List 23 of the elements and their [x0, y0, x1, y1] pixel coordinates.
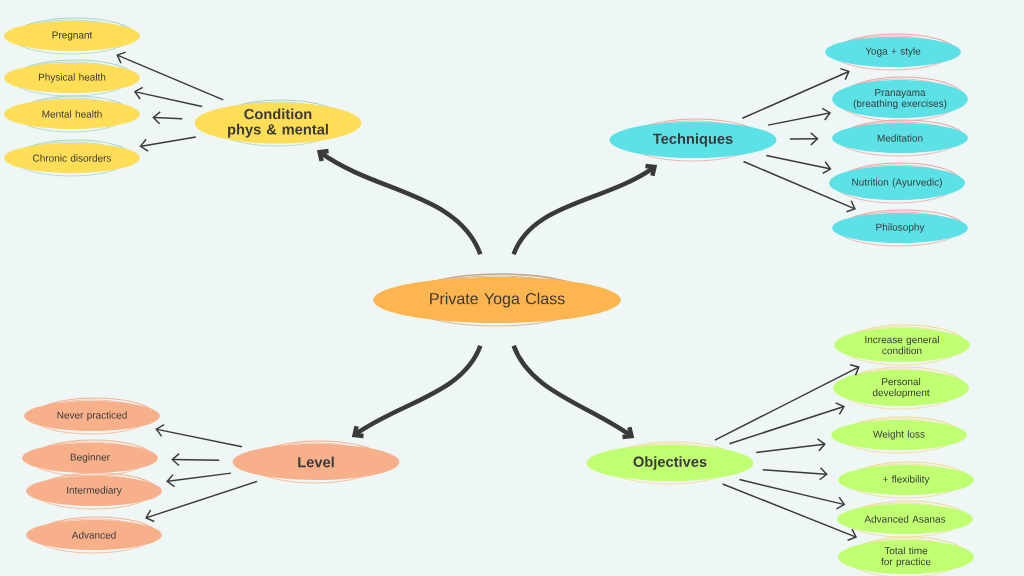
arrow	[755, 438, 826, 454]
arrow	[511, 163, 658, 256]
arrow	[145, 480, 258, 523]
arrow	[139, 136, 197, 152]
arrow	[721, 483, 858, 541]
arrow	[762, 467, 828, 481]
arrow	[741, 67, 850, 119]
arrow	[767, 107, 832, 126]
arrow	[765, 154, 832, 175]
arrow	[133, 86, 203, 108]
arrow	[742, 160, 856, 213]
arrow	[155, 423, 243, 448]
arrow	[316, 148, 483, 256]
arrow	[714, 363, 860, 441]
arrow	[351, 344, 483, 439]
arrow	[511, 344, 635, 440]
arrow	[166, 472, 232, 488]
arrow	[116, 51, 225, 101]
arrow	[789, 132, 819, 146]
arrow	[171, 452, 220, 467]
arrow	[728, 402, 845, 445]
arrow	[738, 478, 846, 510]
arrow	[152, 111, 183, 125]
